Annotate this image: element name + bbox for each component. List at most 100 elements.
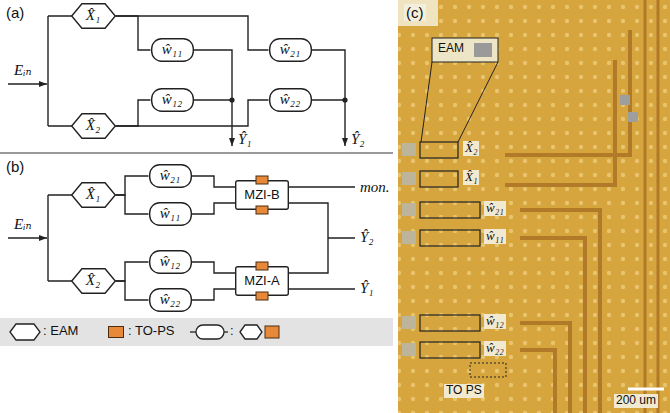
node-label: X̂₁	[86, 186, 100, 203]
weight-box: ŵ₁₂	[149, 250, 192, 274]
eam-symbol	[240, 325, 262, 339]
rounded-outline	[149, 203, 191, 226]
weight-symbol-stub	[190, 331, 196, 332]
eam-modulator: X̂₂	[71, 113, 116, 139]
part-name: ŵ₁₂	[484, 314, 506, 329]
node-label: ŵ₂₁	[280, 41, 300, 58]
bond-pad	[620, 95, 630, 105]
waveguide-connector	[116, 281, 149, 300]
phase-shifter-symbol	[265, 326, 279, 338]
node-label: X̂₁	[86, 7, 100, 24]
legend-text: : EAM	[43, 324, 78, 339]
bond-pad	[402, 203, 416, 216]
panel-label: (b)	[6, 158, 24, 175]
rounded-outline	[149, 251, 191, 274]
node-label: ŵ₂₁	[160, 167, 180, 184]
weight-box: ŵ₂₂	[149, 288, 192, 312]
signal-name: Eᵢₙ	[14, 216, 32, 233]
panel-divider	[0, 152, 393, 154]
waveguide-connector	[192, 289, 236, 300]
bond-pad	[402, 172, 416, 185]
metal-trace	[645, 0, 658, 413]
inset-leader	[421, 62, 498, 142]
bond-pad	[402, 231, 416, 244]
scale-bar	[628, 388, 664, 391]
hexagon-outline	[71, 4, 115, 29]
junction-dot	[342, 97, 347, 102]
node-label: MZI-B	[244, 188, 279, 203]
splitter-wire	[48, 16, 93, 126]
phase-shifter-outline	[470, 363, 506, 377]
phase-shifter-symbol	[256, 206, 268, 214]
bond-pad	[402, 343, 416, 356]
phase-shifter-symbol	[256, 292, 268, 300]
node-label: X̂₂	[86, 117, 100, 134]
mzi-box: MZI-B	[235, 180, 289, 210]
node-label: ŵ₂₂	[160, 291, 180, 308]
weight-symbol	[196, 325, 224, 339]
legend-text: :	[230, 324, 234, 339]
device-outline	[420, 202, 480, 218]
rounded-outline	[151, 89, 193, 112]
output-name: Ŷ₁	[238, 131, 252, 148]
hexagon-outline	[71, 269, 115, 294]
signal-name: Eᵢₙ	[14, 62, 32, 79]
mzi-box: MZI-A	[235, 266, 289, 296]
weight-box: ŵ₁₁	[149, 202, 192, 226]
eam-pad-inset	[474, 43, 492, 57]
weight-box: ŵ₂₂	[269, 88, 312, 112]
rounded-outline	[269, 39, 311, 62]
node-label: X̂₂	[86, 272, 100, 289]
input-arrow	[8, 237, 47, 238]
device-outline	[420, 142, 458, 158]
waveguide-connector	[192, 203, 236, 214]
node-label: ŵ₁₂	[162, 91, 182, 108]
weight-box: ŵ₂₁	[269, 38, 312, 62]
output-name: mon.	[360, 179, 390, 196]
bond-pad	[628, 112, 638, 122]
device-outline	[420, 171, 458, 187]
part-name: X̂₁	[463, 170, 479, 185]
scale-label: 200 um	[614, 394, 658, 408]
part-name: X̂₂	[463, 141, 479, 156]
legend-text: : TO-PS	[128, 324, 174, 339]
eam-modulator: X̂₁	[71, 3, 116, 29]
rounded-outline	[149, 165, 191, 188]
part-name: TO PS	[444, 384, 484, 398]
mzi-outline	[236, 181, 289, 210]
part-name: ŵ₁₁	[484, 229, 506, 244]
metal-trace	[505, 30, 630, 413]
bond-pad	[402, 316, 416, 329]
weight-symbol-stub	[224, 331, 228, 332]
device-outline	[420, 315, 480, 331]
waveguide-connector	[192, 262, 236, 273]
eam-modulator: X̂₂	[71, 268, 116, 294]
output-name: Ŷ₂	[360, 229, 374, 246]
phase-shifter-symbol	[256, 262, 268, 270]
part-name: ŵ₂₂	[484, 341, 506, 356]
rounded-outline	[149, 289, 191, 312]
phase-shifter-symbol	[256, 176, 268, 184]
hexagon-outline	[71, 183, 115, 208]
waveguide-connector	[116, 16, 151, 50]
waveguide-connector	[192, 176, 236, 187]
part-name: EAM	[436, 42, 466, 56]
waveguide-connector	[116, 262, 149, 281]
device-outline	[420, 230, 480, 246]
bond-pad	[402, 143, 416, 156]
panel-label: (c)	[404, 4, 426, 21]
weight-box: ŵ₁₂	[151, 88, 194, 112]
node-label: ŵ₁₁	[162, 41, 182, 58]
weight-box: ŵ₂₁	[149, 164, 192, 188]
chip-photo	[398, 0, 670, 413]
legend-band	[0, 318, 393, 346]
output-name: Ŷ₁	[360, 280, 374, 297]
node-label: ŵ₁₁	[160, 205, 180, 222]
inset-frame	[432, 38, 498, 62]
device-outline	[420, 342, 480, 358]
output-name: Ŷ₂	[351, 131, 365, 148]
hexagon-outline	[71, 114, 115, 139]
node-label: ŵ₂₂	[280, 91, 300, 108]
rounded-outline	[151, 39, 193, 62]
